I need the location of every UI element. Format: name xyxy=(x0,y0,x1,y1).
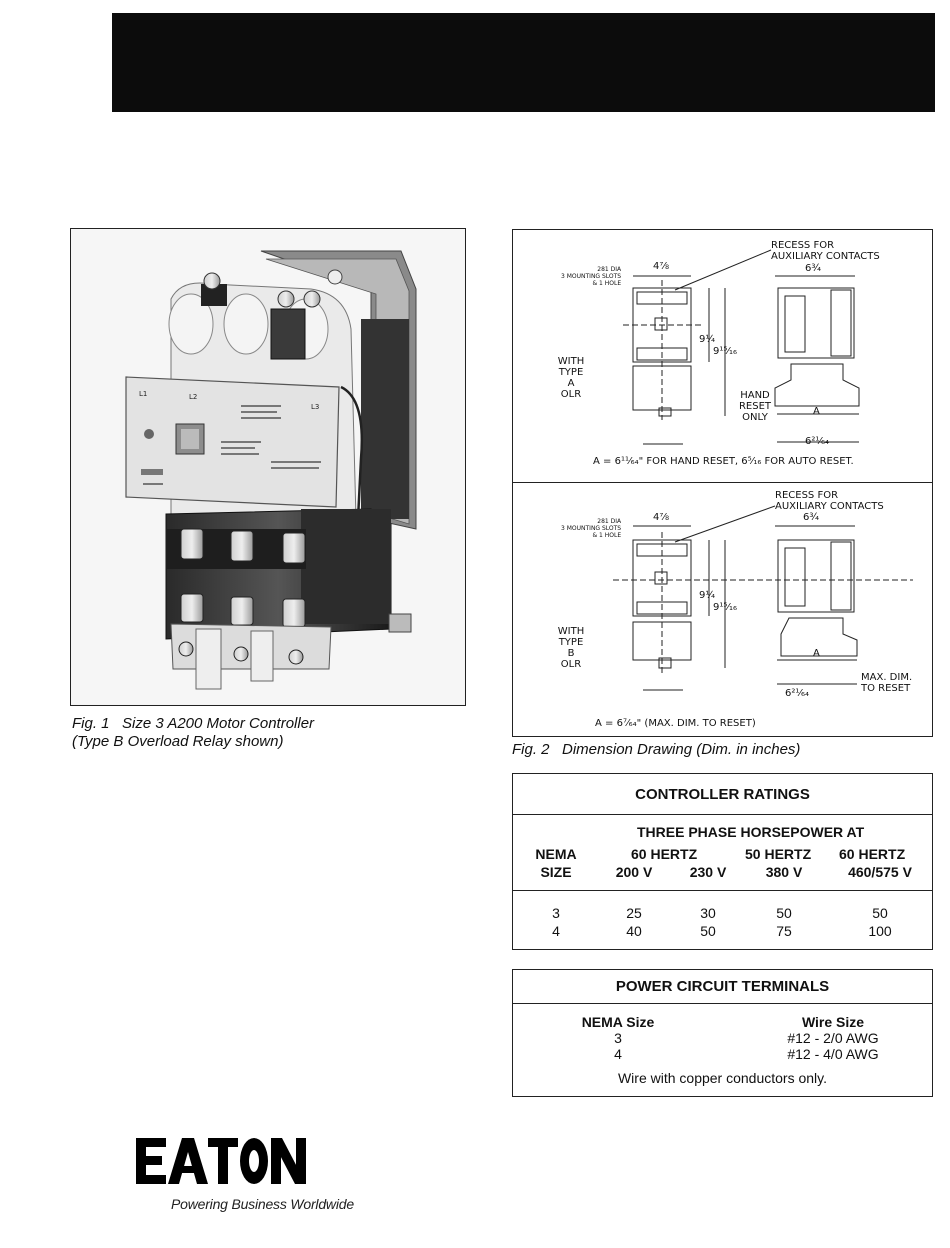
dim-side-b: 6¾ xyxy=(803,512,820,523)
reset-label: RESET xyxy=(738,401,772,412)
col-460-575v: 460/575 V xyxy=(848,864,912,880)
fig1-caption-line2: (Type B Overload Relay shown) xyxy=(72,733,284,750)
power-terminals-title: POWER CIRCUIT TERMINALS xyxy=(615,978,830,995)
row-230v: 30 xyxy=(700,905,716,921)
dimension-drawing-type-b xyxy=(613,505,913,691)
col-wire-size: Wire Size xyxy=(801,1014,865,1030)
controller-ratings-title: CONTROLLER RATINGS xyxy=(635,786,810,803)
dimension-drawing: RECESS FOR AUXILIARY CONTACTS 281 DIA 3 … xyxy=(512,229,933,737)
mounting-slots-line2-b: 3 MOUNTING SLOTS xyxy=(561,525,622,532)
recess-line2-a: AUXILIARY CONTACTS xyxy=(771,251,880,262)
max-dim-line2: TO RESET xyxy=(861,683,911,694)
power-circuit-terminals-table: POWER CIRCUIT TERMINALS NEMA Size Wire S… xyxy=(512,969,933,1097)
copper-conductors-note: Wire with copper conductors only. xyxy=(617,1070,828,1086)
note-type-a: A = 6¹¹⁄₆₄" FOR HAND RESET, 6⁵⁄₁₆ FOR AU… xyxy=(593,456,854,467)
olr-label-b: OLR xyxy=(560,659,582,670)
col-200v: 200 V xyxy=(615,864,653,880)
row-wire-size: #12 - 4/0 AWG xyxy=(787,1046,879,1062)
motor-controller-illustration: L1 L2 L3 xyxy=(71,229,464,704)
row-nema-size: 4 xyxy=(614,1046,622,1062)
terminal-label-l2: L2 xyxy=(189,393,197,401)
terminal-label-l1: L1 xyxy=(139,390,147,398)
hand-label: HAND xyxy=(740,390,770,401)
ratings-title-rule xyxy=(513,814,932,815)
col-nema-1: NEMA xyxy=(535,846,577,862)
header-bar xyxy=(112,13,935,112)
dim-height2-a: 9¹⁵⁄₁₆ xyxy=(713,346,738,357)
dimension-drawing-type-a xyxy=(623,249,860,445)
type-label-a: TYPE xyxy=(558,367,584,378)
ratings-header-rule xyxy=(513,890,932,891)
drawing-divider xyxy=(513,482,932,483)
row-230v: 50 xyxy=(700,923,716,939)
mounting-slots-label-b: 281 DIA 3 MOUNTING SLOTS & 1 HOLE xyxy=(561,518,621,539)
controller-ratings-table: CONTROLLER RATINGS THREE PHASE HORSEPOWE… xyxy=(512,773,933,950)
terminal-label-l3: L3 xyxy=(311,403,319,411)
type-b-olr-label: WITH TYPE B OLR xyxy=(553,626,589,670)
dim-a-b: A xyxy=(813,648,820,659)
mounting-slots-line1-b: 281 DIA xyxy=(597,518,622,525)
mounting-slots-line3-b: & 1 HOLE xyxy=(592,532,622,539)
mounting-slots-line1-a: 281 DIA xyxy=(597,266,622,273)
type-letter-b: B xyxy=(567,648,575,659)
hand-reset-only-label: HAND RESET ONLY xyxy=(735,390,775,423)
with-label-a: WITH xyxy=(557,356,585,367)
recess-label-a: RECESS FOR AUXILIARY CONTACTS xyxy=(771,240,880,262)
with-label-b: WITH xyxy=(557,626,585,637)
dim-height1-b: 9¼ xyxy=(699,590,716,601)
recess-line1-a: RECESS FOR xyxy=(771,240,835,251)
col-nema-size: NEMA Size xyxy=(581,1014,655,1030)
note-type-b: A = 6⁷⁄₆₄" (MAX. DIM. TO RESET) xyxy=(595,718,756,729)
mounting-slots-line2-a: 3 MOUNTING SLOTS xyxy=(561,273,622,280)
row-wire-size: #12 - 2/0 AWG xyxy=(787,1030,879,1046)
type-a-olr-label: WITH TYPE A OLR xyxy=(553,356,589,400)
dim-bottom-a: 6²¹⁄₆₄ xyxy=(805,436,830,447)
col-230v: 230 V xyxy=(689,864,727,880)
recess-line2-b: AUXILIARY CONTACTS xyxy=(775,501,884,512)
recess-line1-b: RECESS FOR xyxy=(775,490,839,501)
col-nema-2: SIZE xyxy=(540,864,572,880)
row-200v: 40 xyxy=(626,923,642,939)
row-380v: 75 xyxy=(776,923,792,939)
row-460v: 50 xyxy=(872,905,888,921)
col-50-hertz: 50 HERTZ xyxy=(745,846,812,862)
terminals-title-rule xyxy=(513,1003,932,1004)
type-label-b: TYPE xyxy=(558,637,584,648)
dim-width-b: 4⅞ xyxy=(653,512,670,523)
recess-label-b: RECESS FOR AUXILIARY CONTACTS xyxy=(775,490,884,512)
col-60-hertz-b: 60 HERTZ xyxy=(839,846,906,862)
row-380v: 50 xyxy=(776,905,792,921)
dim-side-a: 6¾ xyxy=(805,263,822,274)
row-nema-size: 3 xyxy=(614,1030,622,1046)
type-letter-a: A xyxy=(567,378,575,389)
fig2-caption: Fig. 2 Dimension Drawing (Dim. in inches… xyxy=(512,741,801,758)
ratings-super-header: THREE PHASE HORSEPOWER AT xyxy=(637,824,865,840)
dim-height1-a: 9¼ xyxy=(699,334,716,345)
col-60-hertz: 60 HERTZ xyxy=(631,846,698,862)
fig1-caption-line1: Fig. 1 Size 3 A200 Motor Controller xyxy=(72,715,315,732)
olr-label-a: OLR xyxy=(560,389,582,400)
row-size: 4 xyxy=(552,923,560,939)
dim-height2-b: 9¹⁵⁄₁₆ xyxy=(713,602,738,613)
fig1-caption: Fig. 1 Size 3 A200 Motor Controller (Typ… xyxy=(72,715,472,751)
motor-controller-photo: L1 L2 L3 xyxy=(70,228,466,706)
mounting-slots-line3-a: & 1 HOLE xyxy=(592,280,622,287)
max-dim-line1: MAX. DIM. xyxy=(861,672,913,683)
eaton-logo-mark xyxy=(136,1138,306,1184)
row-size: 3 xyxy=(552,905,560,921)
eaton-logo xyxy=(136,1138,306,1184)
eaton-tagline: Powering Business Worldwide xyxy=(171,1196,354,1212)
only-label: ONLY xyxy=(742,412,768,423)
row-200v: 25 xyxy=(626,905,642,921)
max-dim-label: MAX. DIM. TO RESET xyxy=(861,672,912,694)
mounting-slots-label-a: 281 DIA 3 MOUNTING SLOTS & 1 HOLE xyxy=(561,266,621,287)
dim-bottom-b: 6²¹⁄₆₄ xyxy=(785,688,810,699)
dim-width-a: 4⅞ xyxy=(653,261,670,272)
col-380v: 380 V xyxy=(765,864,803,880)
dim-a-a: A xyxy=(813,406,820,417)
row-460v: 100 xyxy=(868,923,892,939)
